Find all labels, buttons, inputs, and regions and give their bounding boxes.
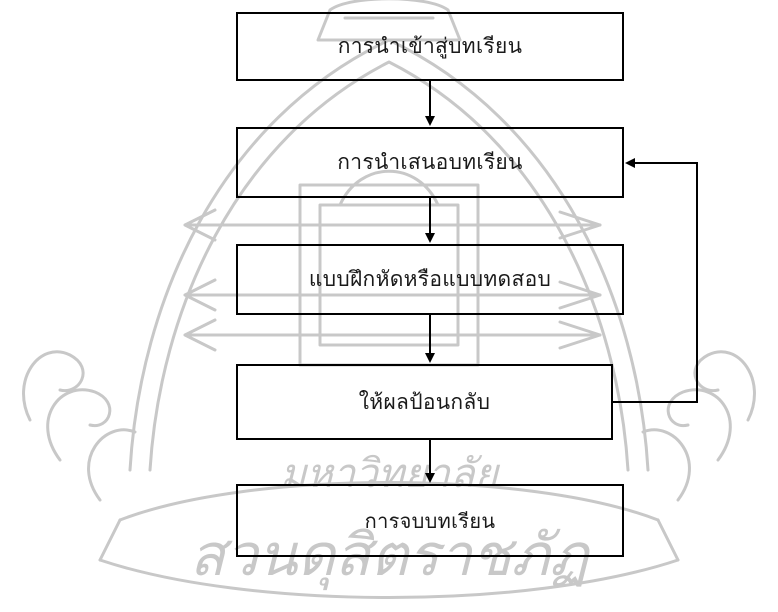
step-box-introduction: การนำเข้าสู่บทเรียน	[236, 12, 624, 81]
feedback-loop-arrow	[613, 158, 698, 403]
step-label-feedback: ให้ผลป้อนกลับ	[358, 389, 491, 414]
step-box-feedback: ให้ผลป้อนกลับ	[236, 364, 613, 440]
step-box-presentation: การนำเสนอบทเรียน	[236, 127, 624, 198]
step-box-exercise: แบบฝึกหัดหรือแบบทดสอบ	[236, 244, 624, 315]
step-label-presentation: การนำเสนอบทเรียน	[337, 150, 523, 174]
step-label-exercise: แบบฝึกหัดหรือแบบทดสอบ	[308, 267, 552, 291]
step-box-conclusion: การจบบทเรียน	[236, 484, 624, 557]
step-label-introduction: การนำเข้าสู่บทเรียน	[337, 34, 523, 58]
step-label-conclusion: การจบบทเรียน	[364, 508, 496, 533]
